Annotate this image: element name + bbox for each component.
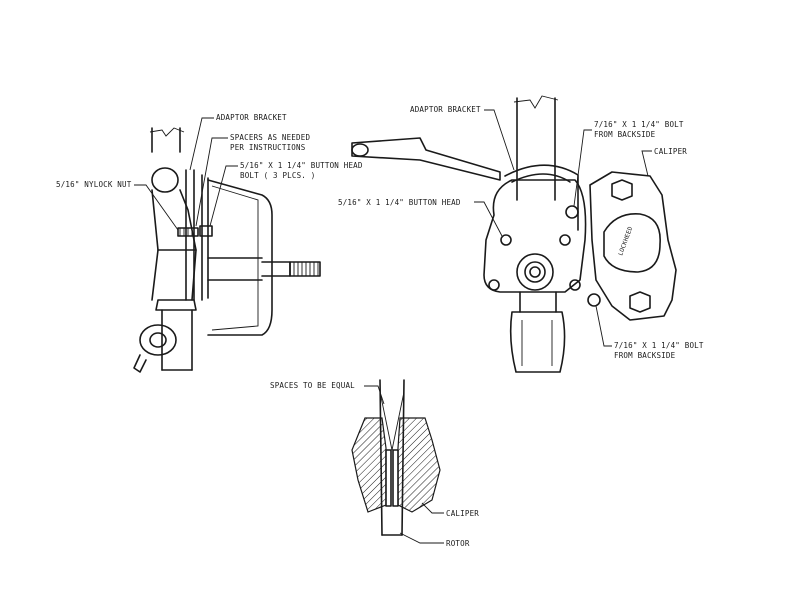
label-button-head-line1: 5/16" X 1 1/4" BUTTON HEAD	[240, 161, 363, 170]
label-caliper-detail: CALIPER	[446, 509, 479, 518]
label-adaptor-bracket-right: ADAPTOR BRACKET	[410, 105, 481, 114]
button-head-bolt-1	[500, 234, 512, 246]
hub-outer	[516, 253, 554, 291]
brake-pad-right	[392, 449, 399, 507]
bolt-bottom-7-16	[587, 293, 601, 307]
label-rotor-detail: ROTOR	[446, 539, 470, 548]
caliper-hex-bolt-bottom	[629, 291, 651, 313]
button-head-bolt-2	[559, 234, 571, 246]
label-bolt-bottom-line2: FROM BACKSIDE	[614, 351, 676, 360]
lower-bushing	[509, 311, 566, 373]
caliper-stamp: LOCKHEED	[617, 225, 634, 256]
label-spacers-line1: SPACERS AS NEEDED	[230, 133, 310, 142]
spindle-threads	[289, 261, 321, 277]
adaptor-bracket-front	[483, 179, 587, 293]
steering-arm	[351, 137, 501, 181]
detail-cross-section	[351, 379, 441, 536]
rotor-front-outline	[504, 164, 579, 231]
caliper-jaw-left	[351, 417, 387, 513]
label-adaptor-bracket-left: ADAPTOR BRACKET	[216, 113, 287, 122]
label-spaces-equal: SPACES TO BE EQUAL	[270, 381, 355, 390]
label-spacers-line2: PER INSTRUCTIONS	[230, 143, 306, 152]
rotor-section	[379, 379, 405, 536]
label-nylock-nut: 5/16" NYLOCK NUT	[56, 180, 132, 189]
lower-ball-joint	[139, 324, 177, 356]
left-view-labels: ADAPTOR BRACKET SPACERS AS NEEDED PER IN…	[56, 113, 363, 231]
caliper-hex-bolt-top	[611, 179, 633, 201]
label-bolt-top-line2: FROM BACKSIDE	[594, 130, 656, 139]
button-head-bolt-3	[488, 279, 500, 291]
caliper-piston-cover	[603, 213, 661, 273]
label-bolt-top-line1: 7/16" X 1 1/4" BOLT	[594, 120, 684, 129]
label-button-head-line2: BOLT ( 3 PLCS. )	[240, 171, 315, 180]
left-side-view	[133, 127, 321, 373]
upper-ball-joint	[151, 167, 179, 193]
bolt-top-7-16	[565, 205, 579, 219]
label-caliper-right: CALIPER	[654, 147, 687, 156]
caliper-jaw-right	[397, 417, 441, 513]
caliper-body	[589, 171, 677, 321]
adaptor-bracket-plate	[185, 169, 195, 301]
detail-view-labels: SPACES TO BE EQUAL CALIPER ROTOR	[270, 381, 479, 548]
right-view-labels: ADAPTOR BRACKET 7/16" X 1 1/4" BOLT FROM…	[338, 105, 704, 360]
label-bolt-bottom-line1: 7/16" X 1 1/4" BOLT	[614, 341, 704, 350]
brake-pad-left	[385, 449, 392, 507]
label-button-head-right: 5/16" X 1 1/4" BUTTON HEAD	[338, 198, 461, 207]
